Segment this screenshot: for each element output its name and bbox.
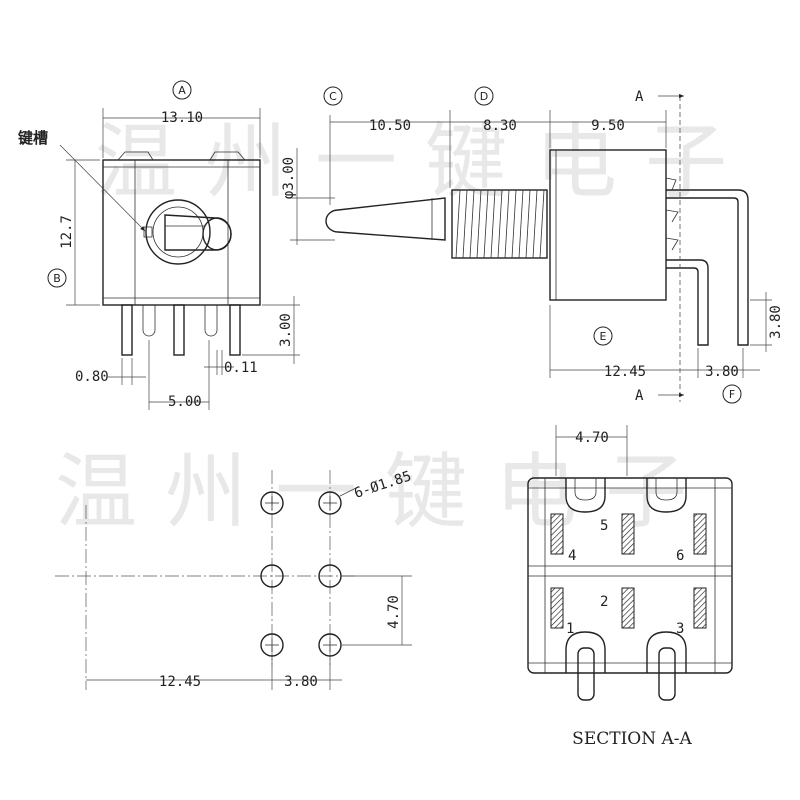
front-pin-left xyxy=(121,304,133,356)
terminal-6 xyxy=(693,513,707,555)
hole-callout-leader xyxy=(339,486,359,497)
dim-pitch-text: 5.00 xyxy=(168,394,202,410)
side-body xyxy=(549,149,667,301)
dim-rowpitch-text: 4.70 xyxy=(386,595,402,629)
front-tab-left xyxy=(117,151,154,161)
dim-offset-text: 0.11 xyxy=(224,360,258,376)
front-view: 13.10 A 12.7 B 键槽 3.00 0.80 5.00 0.11 xyxy=(17,80,300,410)
dim-bushing-len-text: 8.30 xyxy=(483,118,517,134)
bubble-f-label: F xyxy=(729,388,735,401)
bubble-b xyxy=(47,268,67,288)
side-view: φ3.00 10.50 8.30 9.50 C D A A 12.45 3.80… xyxy=(281,86,784,404)
bubble-a xyxy=(172,80,192,100)
section-mark-bottom: A xyxy=(635,388,644,404)
section-view: 1 2 3 4 5 6 4.70 SECTION A-A xyxy=(527,425,733,749)
terminal-label-4: 4 xyxy=(568,548,576,564)
bubble-a-label: A xyxy=(178,84,186,97)
pcb-hole xyxy=(318,633,342,657)
front-lever xyxy=(164,214,232,251)
terminal-5 xyxy=(621,513,635,555)
bubble-f xyxy=(722,384,742,404)
pcb-hole xyxy=(260,633,284,657)
front-tab-right xyxy=(209,151,246,161)
section-outline xyxy=(527,477,733,674)
terminal-label-5: 5 xyxy=(600,518,608,534)
side-clips xyxy=(665,177,679,251)
bubble-c xyxy=(323,86,343,106)
dim-section-text: 4.70 xyxy=(575,430,609,446)
bubble-e-label: E xyxy=(600,330,607,343)
dim-bend-text: 3.80 xyxy=(705,364,739,380)
front-slot-left xyxy=(142,305,156,337)
side-terminal-lower xyxy=(666,259,709,346)
side-bushing xyxy=(451,189,548,259)
dim-height-text: 12.7 xyxy=(59,215,75,249)
section-mark-top: A xyxy=(635,89,644,105)
pcb-hole xyxy=(260,564,284,588)
bubble-e xyxy=(593,326,613,346)
dim-pinlen-text: 3.00 xyxy=(278,313,294,347)
dim-x-offset-text: 12.45 xyxy=(159,674,201,690)
pcb-hole xyxy=(318,564,342,588)
pcb-hole xyxy=(318,491,342,515)
section-contact-top-right-inner xyxy=(655,478,678,501)
bubble-b-label: B xyxy=(53,272,61,285)
watermark-text-top: 温州一键电子 xyxy=(95,115,755,210)
keyway-leader xyxy=(59,144,146,232)
front-pin-right xyxy=(229,304,241,356)
dim-pinw-text: 0.80 xyxy=(75,369,109,385)
pcb-hole-crosshairs xyxy=(265,496,337,652)
front-keyway xyxy=(143,226,153,238)
section-contact-bottom-right xyxy=(646,631,687,673)
section-pin-right xyxy=(658,647,676,701)
front-slot-right xyxy=(204,305,218,337)
section-contact-top-left xyxy=(565,478,606,513)
side-terminal-upper xyxy=(666,189,749,346)
watermark: 温州一键电子 温州一键电子 xyxy=(55,115,755,540)
front-pin-center xyxy=(173,304,185,356)
terminal-label-2: 2 xyxy=(600,594,608,610)
dim-width-text: 13.10 xyxy=(161,110,203,126)
terminal-3 xyxy=(693,587,707,629)
dim-lever-len-text: 10.50 xyxy=(369,118,411,134)
dim-col-pitch-text: 3.80 xyxy=(284,674,318,690)
terminal-label-3: 3 xyxy=(676,621,684,637)
bubble-c-label: C xyxy=(329,90,337,103)
dim-overall-text: 12.45 xyxy=(604,364,646,380)
section-contact-top-left-inner xyxy=(574,478,597,501)
bubble-d xyxy=(474,86,494,106)
section-contact-bottom-left xyxy=(565,631,606,673)
terminal-1 xyxy=(550,587,564,629)
front-bushing-outer xyxy=(145,199,211,265)
side-lever xyxy=(325,197,446,241)
keyway-callout-text: 键槽 xyxy=(17,129,48,147)
section-contact-top-right xyxy=(646,478,687,513)
terminal-2 xyxy=(621,587,635,629)
bubble-d-label: D xyxy=(480,90,488,103)
dim-dia-text: φ3.00 xyxy=(281,157,297,199)
terminal-label-6: 6 xyxy=(676,548,684,564)
pcb-hole xyxy=(260,491,284,515)
watermark-text-bottom: 温州一键电子 xyxy=(55,445,715,540)
section-title: SECTION A-A xyxy=(572,729,692,749)
section-pin-left xyxy=(577,647,595,701)
dim-vert-text: 3.80 xyxy=(768,305,784,339)
terminal-label-1: 1 xyxy=(566,621,574,637)
dim-body-len-text: 9.50 xyxy=(591,118,625,134)
front-lever-tip xyxy=(202,217,232,251)
side-bushing-threads xyxy=(455,189,545,259)
terminal-4 xyxy=(550,513,564,555)
